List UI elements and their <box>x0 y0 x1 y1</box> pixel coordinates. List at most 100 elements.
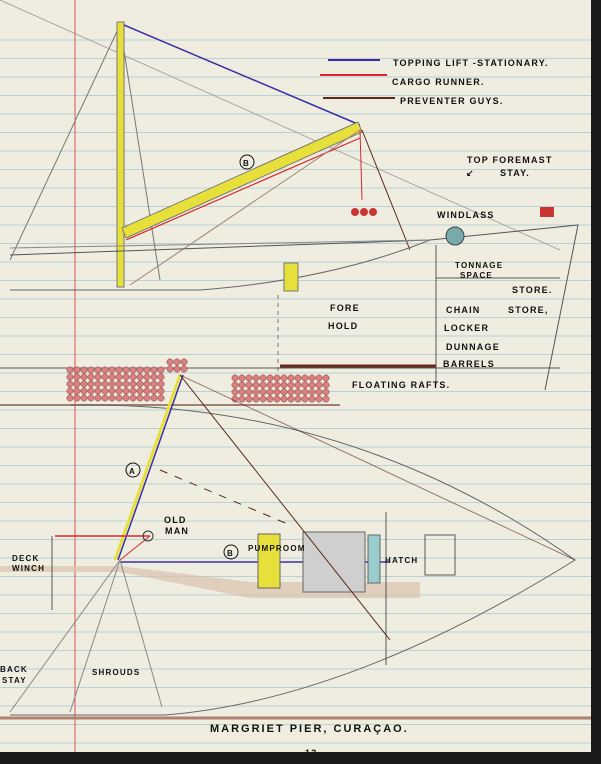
raft-barrel <box>322 395 330 403</box>
label-boom-b: B <box>243 159 250 168</box>
label-floating-rafts: FLOATING RAFTS. <box>352 380 450 390</box>
raft-barrel <box>80 373 88 381</box>
raft-barrel <box>287 388 295 396</box>
raft-barrel <box>315 381 323 389</box>
floating-rafts <box>66 358 330 403</box>
raft-barrel <box>266 395 274 403</box>
raft-barrel <box>150 394 158 402</box>
raft-barrel <box>301 374 309 382</box>
raft-barrel <box>245 374 253 382</box>
raft-barrel <box>294 381 302 389</box>
legend-label: TOPPING LIFT -STATIONARY. <box>393 58 549 68</box>
raft-barrel <box>287 395 295 403</box>
raft-barrel <box>122 380 130 388</box>
label-locker: LOCKER <box>444 323 489 333</box>
raft-barrel <box>101 387 109 395</box>
raft-barrel <box>129 380 137 388</box>
raft-barrel <box>73 366 81 374</box>
raft-barrel <box>166 358 174 366</box>
raft-barrel <box>136 387 144 395</box>
label-hatch: HATCH <box>385 556 418 565</box>
raft-barrel <box>143 387 151 395</box>
raft-barrel <box>115 380 123 388</box>
label-tonnage: TONNAGE <box>455 261 503 270</box>
raft-barrel <box>115 366 123 374</box>
caption: MARGRIET PIER, CURAÇAO. <box>210 723 409 735</box>
raft-barrel <box>80 380 88 388</box>
raft-barrel <box>94 373 102 381</box>
raft-barrel <box>157 366 165 374</box>
raft-barrel <box>87 373 95 381</box>
label-fore: FORE <box>330 303 360 313</box>
raft-barrel <box>315 388 323 396</box>
raft-barrel <box>136 394 144 402</box>
raft-barrel <box>259 381 267 389</box>
label-shrouds: SHROUDS <box>92 668 140 677</box>
raft-barrel <box>66 373 74 381</box>
label-deck: DECK <box>12 554 39 563</box>
raft-barrel <box>115 373 123 381</box>
raft-barrel <box>245 388 253 396</box>
raft-barrel <box>87 387 95 395</box>
raft-barrel <box>280 395 288 403</box>
raft-barrel <box>108 380 116 388</box>
raft-barrel <box>80 366 88 374</box>
raft-barrel <box>252 388 260 396</box>
raft-barrel <box>157 387 165 395</box>
raft-barrel <box>108 387 116 395</box>
raft-barrel <box>273 381 281 389</box>
label-stay: STAY <box>2 676 27 685</box>
legend-label: PREVENTER GUYS. <box>400 96 504 106</box>
raft-barrel <box>266 374 274 382</box>
label-winch: WINCH <box>12 564 45 573</box>
raft-barrel <box>101 366 109 374</box>
label-back: BACK <box>0 665 28 674</box>
raft-barrel <box>94 394 102 402</box>
raft-barrel <box>101 394 109 402</box>
raft-barrel <box>231 388 239 396</box>
raft-barrel <box>66 366 74 374</box>
raft-barrel <box>94 366 102 374</box>
raft-barrel <box>287 374 295 382</box>
raft-barrel <box>238 388 246 396</box>
raft-barrel <box>157 380 165 388</box>
raft-barrel <box>66 394 74 402</box>
boom-b-marker <box>239 154 255 170</box>
raft-barrel <box>315 374 323 382</box>
raft-barrel <box>273 395 281 403</box>
raft-barrel <box>108 366 116 374</box>
raft-barrel <box>136 380 144 388</box>
raft-barrel <box>150 366 158 374</box>
raft-barrel <box>315 395 323 403</box>
raft-barrel <box>80 394 88 402</box>
arrow-icon: ↙ <box>466 168 475 178</box>
raft-barrel <box>101 373 109 381</box>
raft-barrel <box>294 395 302 403</box>
raft-barrel <box>322 388 330 396</box>
label-boom-a: A <box>129 467 136 476</box>
raft-barrel <box>150 373 158 381</box>
raft-barrel <box>173 358 181 366</box>
raft-barrel <box>136 366 144 374</box>
raft-barrel <box>73 387 81 395</box>
raft-barrel <box>266 388 274 396</box>
raft-barrel <box>150 387 158 395</box>
raft-barrel <box>150 380 158 388</box>
raft-barrel <box>287 381 295 389</box>
raft-barrel <box>301 395 309 403</box>
boom-a-marker <box>125 462 141 478</box>
raft-barrel <box>238 374 246 382</box>
raft-barrel <box>73 373 81 381</box>
raft-barrel <box>259 388 267 396</box>
raft-barrel <box>238 395 246 403</box>
raft-barrel <box>157 394 165 402</box>
raft-barrel <box>143 366 151 374</box>
raft-barrel <box>273 388 281 396</box>
raft-barrel <box>245 381 253 389</box>
raft-barrel <box>294 374 302 382</box>
raft-barrel <box>308 381 316 389</box>
raft-barrel <box>238 381 246 389</box>
raft-barrel <box>108 373 116 381</box>
label-store: STORE, <box>508 305 549 315</box>
raft-barrel <box>301 381 309 389</box>
